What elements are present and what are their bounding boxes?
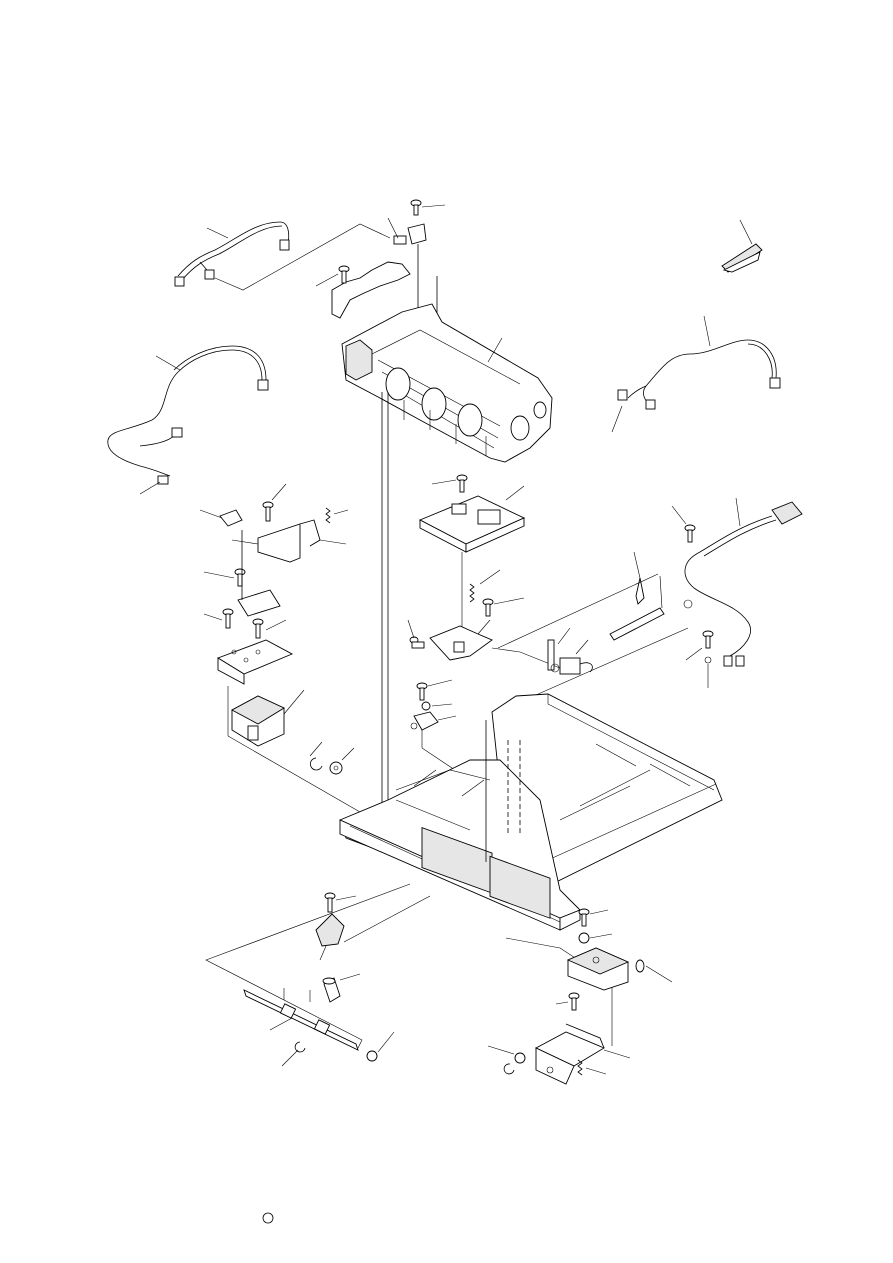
feed-roller-shaft: [243, 988, 395, 1062]
solenoid-center: [550, 639, 593, 675]
guide-finger-bottom: [315, 913, 345, 961]
main-drive-unit: [341, 303, 553, 463]
spring-left-1: [325, 507, 349, 524]
e-ring-left: [309, 741, 323, 771]
lever-right: [633, 551, 645, 605]
screw-left-2: [203, 568, 246, 587]
control-board: [418, 474, 526, 650]
power-cord-harness: [683, 497, 803, 667]
screw-bottom-left: [324, 892, 357, 913]
sensor-bracket-left: [231, 519, 347, 563]
washer-center: [421, 701, 453, 711]
sensor-lever-left: [199, 509, 243, 527]
guide-lever-assembly: [315, 261, 411, 319]
lower-bracket-right: [534, 1023, 631, 1085]
roller-sleeve-bottom: [322, 973, 361, 1003]
screw-left-3: [203, 608, 234, 629]
plate-left-small: [237, 589, 281, 617]
mounting-bracket-left: [216, 530, 294, 685]
screw-right-2: [685, 630, 714, 688]
wire-harness-left: [107, 345, 269, 495]
screw-right-1: [671, 505, 696, 543]
footer-circle-mark: [262, 1212, 274, 1224]
screw-left-4: [252, 618, 287, 639]
pin-roller-center: [547, 627, 571, 671]
spring-bottom-right: [577, 1059, 607, 1076]
e-ring-bottom: [281, 1041, 306, 1067]
hinge-bracket-right: [566, 947, 673, 991]
pin-center-left: [407, 619, 425, 649]
nut-bottom-right: [578, 932, 613, 944]
screw-bottom-right-1: [578, 908, 609, 927]
spring-center: [469, 569, 501, 603]
bushing-left: [329, 747, 355, 775]
tweezers-tool: [721, 219, 763, 273]
washer-bottom-right: [487, 1045, 526, 1075]
screw-top-center: [410, 199, 446, 216]
wire-harness-right-upper: [611, 315, 781, 433]
leader-power-cord: [519, 627, 689, 703]
leader-bottom-left-2: [343, 895, 431, 943]
screw-center-1: [482, 597, 525, 617]
wire-harness-top-left: [174, 221, 290, 287]
screw-center-2: [416, 679, 453, 701]
solenoid-unit-left: [227, 686, 361, 813]
leader-harness-top-left: [214, 223, 391, 291]
pin-bottom-right: [555, 992, 580, 1011]
screw-left-1: [262, 483, 287, 522]
actuator-bracket-center: [429, 619, 561, 669]
guide-plate-right: [609, 575, 665, 641]
leader-guide-right: [497, 573, 659, 649]
